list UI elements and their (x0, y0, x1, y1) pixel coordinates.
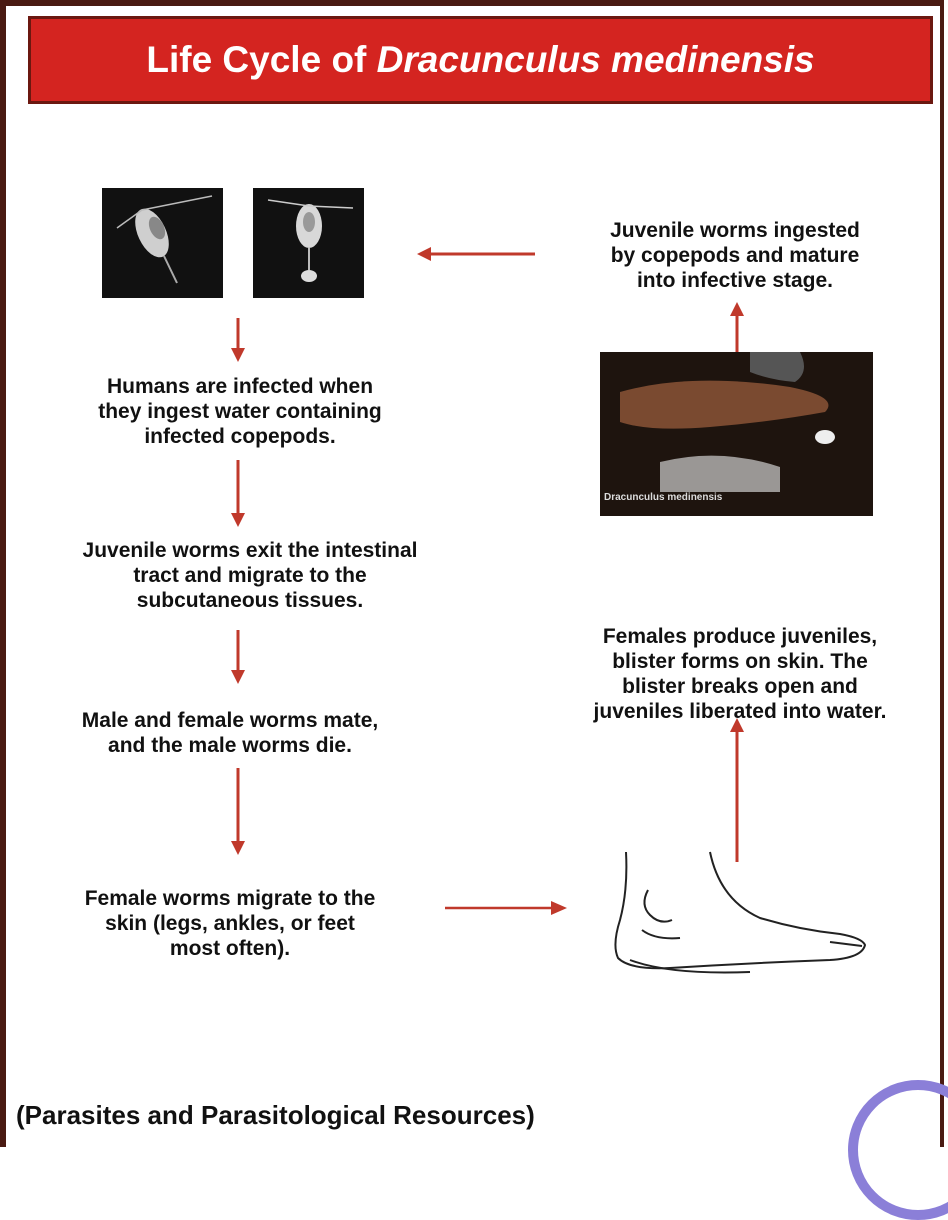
arrow-up-foot (727, 716, 747, 864)
arrow-to-copepods (415, 244, 540, 264)
copepod-2-image (253, 188, 364, 298)
arrow-up-photo (727, 300, 747, 352)
step-line: Female worms migrate to the (30, 886, 430, 911)
title-prefix: Life Cycle of (146, 39, 366, 81)
step-migrate-skin: Female worms migrate to the skin (legs, … (30, 886, 430, 961)
step-line: Females produce juveniles, (540, 624, 940, 649)
arrow-down-4 (228, 768, 248, 856)
step-line: skin (legs, ankles, or feet (30, 911, 430, 936)
step-line: and the male worms die. (30, 733, 430, 758)
step-humans-infected: Humans are infected when they ingest wat… (40, 374, 440, 449)
foot-photo-caption: Dracunculus medinensis (604, 492, 722, 503)
step-line: most often). (30, 936, 430, 961)
step-line: blister breaks open and (540, 674, 940, 699)
step-juveniles-copepods: Juvenile worms ingested by copepods and … (560, 218, 910, 293)
step-line: juveniles liberated into water. (540, 699, 940, 724)
step-line: Humans are infected when (40, 374, 440, 399)
arrow-down-2 (228, 460, 248, 528)
copepod-photo-1 (102, 188, 223, 298)
step-exit-intestine: Juvenile worms exit the intestinal tract… (30, 538, 470, 613)
step-line: infected copepods. (40, 424, 440, 449)
foot-drawing (600, 850, 870, 980)
step-line: Male and female worms mate, (30, 708, 430, 733)
step-mate: Male and female worms mate, and the male… (30, 708, 430, 758)
step-line: into infective stage. (560, 268, 910, 293)
step-line: tract and migrate to the (30, 563, 470, 588)
arrow-down-3 (228, 630, 248, 685)
step-line: by copepods and mature (560, 243, 910, 268)
step-line: Juvenile worms ingested (560, 218, 910, 243)
foot-photo: Dracunculus medinensis (600, 352, 873, 516)
arrow-to-foot (445, 898, 570, 918)
step-line: they ingest water containing (40, 399, 440, 424)
page-title: Life Cycle of Dracunculus medinensis (28, 16, 933, 104)
arrow-down-1 (228, 318, 248, 363)
step-line: blister forms on skin. The (540, 649, 940, 674)
step-line: subcutaneous tissues. (30, 588, 470, 613)
source-citation: (Parasites and Parasitological Resources… (16, 1100, 535, 1131)
step-line: Juvenile worms exit the intestinal (30, 538, 470, 563)
copepod-photo-2 (253, 188, 364, 298)
copepod-1-image (102, 188, 223, 298)
step-blister: Females produce juveniles, blister forms… (540, 624, 940, 724)
title-species: Dracunculus medinensis (377, 39, 815, 81)
